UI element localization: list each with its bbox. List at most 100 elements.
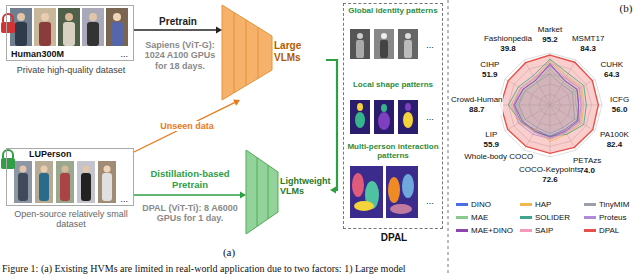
pattern-images bbox=[350, 100, 370, 134]
legend-swatch bbox=[520, 229, 532, 232]
legend-item: HAP bbox=[520, 200, 551, 210]
pattern-images bbox=[381, 33, 387, 39]
dataset-name: Human300M bbox=[11, 49, 64, 59]
legend-item: SOLIDER bbox=[520, 213, 570, 223]
pattern-images bbox=[405, 103, 411, 111]
dataset-caption: Open-source relatively small dataset bbox=[7, 209, 135, 230]
legend-item: MAE+DINO bbox=[456, 226, 513, 236]
photo-grid bbox=[15, 22, 27, 46]
axis-name: PA100K bbox=[600, 130, 629, 140]
figure-caption: Figure 1: (a) Existing HVMs are limited … bbox=[2, 263, 406, 275]
network-shape bbox=[268, 165, 269, 219]
connector-line bbox=[326, 60, 337, 190]
photo-grid bbox=[56, 161, 74, 203]
axis-value: 72.6 bbox=[519, 175, 581, 185]
legend-swatch bbox=[456, 216, 468, 219]
panel-divider bbox=[448, 0, 449, 275]
ellipsis: ... bbox=[420, 40, 440, 50]
pattern-images bbox=[350, 100, 418, 134]
photo-grid bbox=[14, 161, 116, 203]
legend-text: DINO bbox=[471, 200, 491, 209]
photo-grid bbox=[60, 173, 70, 201]
edge-label: Unseen data bbox=[158, 121, 216, 131]
network-shape bbox=[257, 158, 258, 227]
axis-label: LIP55.9 bbox=[484, 130, 500, 150]
pattern-images bbox=[402, 174, 414, 198]
pattern-images bbox=[403, 112, 413, 128]
legend-text: MAE+DINO bbox=[471, 226, 513, 235]
network-shape bbox=[258, 27, 259, 78]
photo-grid bbox=[20, 166, 27, 173]
axis-value: 84.3 bbox=[572, 44, 604, 54]
legend-swatch bbox=[584, 216, 596, 219]
pattern-images bbox=[381, 104, 387, 112]
radar-grid bbox=[498, 53, 602, 157]
axis-name: MSMT17 bbox=[572, 34, 604, 44]
model-shape: Lightweight VLMs bbox=[246, 140, 330, 240]
photo-grid bbox=[81, 173, 91, 201]
photo-grid bbox=[89, 13, 97, 21]
legend-text: SOLIDER bbox=[535, 213, 570, 222]
photo-grid bbox=[39, 22, 51, 46]
ellipsis: ... bbox=[120, 49, 128, 59]
legend-swatch bbox=[456, 203, 468, 206]
legend-item: DPAL bbox=[584, 226, 619, 236]
pattern-images bbox=[350, 166, 418, 218]
axis-label: MSMT1784.3 bbox=[572, 34, 604, 54]
lock-icon bbox=[1, 22, 15, 33]
photo-grid bbox=[87, 22, 99, 46]
axis-label: ICFG56.0 bbox=[610, 95, 629, 115]
pattern-images bbox=[378, 112, 390, 130]
axis-name: Whole-body COCO bbox=[464, 152, 533, 162]
radar-series bbox=[501, 55, 599, 153]
network-shape bbox=[246, 150, 278, 234]
axis-label: CIHP51.9 bbox=[480, 60, 499, 80]
axis-label: CUHK64.3 bbox=[600, 60, 623, 80]
network-shape bbox=[246, 20, 247, 86]
photo-grid bbox=[62, 166, 69, 173]
legend-swatch bbox=[584, 203, 596, 206]
lock-icon bbox=[3, 150, 13, 158]
axis-label: COCO-Keypoints72.6 bbox=[519, 165, 581, 185]
legend-swatch bbox=[520, 203, 532, 206]
axis-label: Market95.2 bbox=[538, 25, 562, 45]
photo-grid bbox=[18, 173, 28, 201]
pattern-images bbox=[352, 173, 364, 197]
pattern-images bbox=[386, 166, 418, 218]
photo-grid bbox=[77, 161, 95, 203]
panel-label: (a) bbox=[214, 246, 244, 259]
axis-name: Fashionpedia bbox=[484, 34, 532, 44]
connector-arrow bbox=[134, 100, 240, 153]
model-shape: Large VLMs bbox=[222, 4, 326, 100]
photo-grid bbox=[35, 161, 53, 203]
axis-name: Crowd-Human bbox=[451, 95, 503, 105]
legend-item: DINO bbox=[456, 200, 491, 210]
compute-note: Sapiens (ViT-G): 1024 A100 GPUs for 18 d… bbox=[140, 40, 220, 71]
legend-swatch bbox=[520, 216, 532, 219]
model-name: Lightweight VLMs bbox=[280, 176, 330, 197]
pattern-images bbox=[357, 103, 363, 111]
axis-label: Whole-body COCO bbox=[464, 152, 533, 162]
pattern-images bbox=[350, 166, 383, 218]
photo-grid bbox=[63, 22, 75, 46]
legend-text: DPAL bbox=[599, 226, 619, 235]
photo-grid bbox=[111, 22, 123, 46]
photo-grid bbox=[17, 13, 25, 21]
photo-grid bbox=[41, 13, 49, 21]
axis-value: 95.2 bbox=[538, 35, 562, 45]
lock-icon bbox=[1, 150, 15, 169]
pattern-images bbox=[388, 177, 400, 203]
photo-grid bbox=[113, 13, 121, 21]
axis-name: CUHK bbox=[600, 60, 623, 70]
axis-value: 51.9 bbox=[480, 70, 499, 80]
pattern-images bbox=[350, 29, 370, 59]
pattern-images bbox=[357, 33, 363, 39]
axis-label: PA100K82.4 bbox=[600, 130, 629, 150]
compute-note: DPAL (ViT-Ti): 8 A6000 GPUs for 1 day. bbox=[140, 203, 240, 224]
pattern-images bbox=[398, 100, 418, 134]
axis-value: 88.7 bbox=[451, 105, 503, 115]
pattern-heading: Multi-person interaction patterns bbox=[346, 142, 440, 160]
axis-value: 56.0 bbox=[610, 105, 629, 115]
photo-grid bbox=[10, 8, 128, 46]
radar-series bbox=[512, 62, 583, 139]
